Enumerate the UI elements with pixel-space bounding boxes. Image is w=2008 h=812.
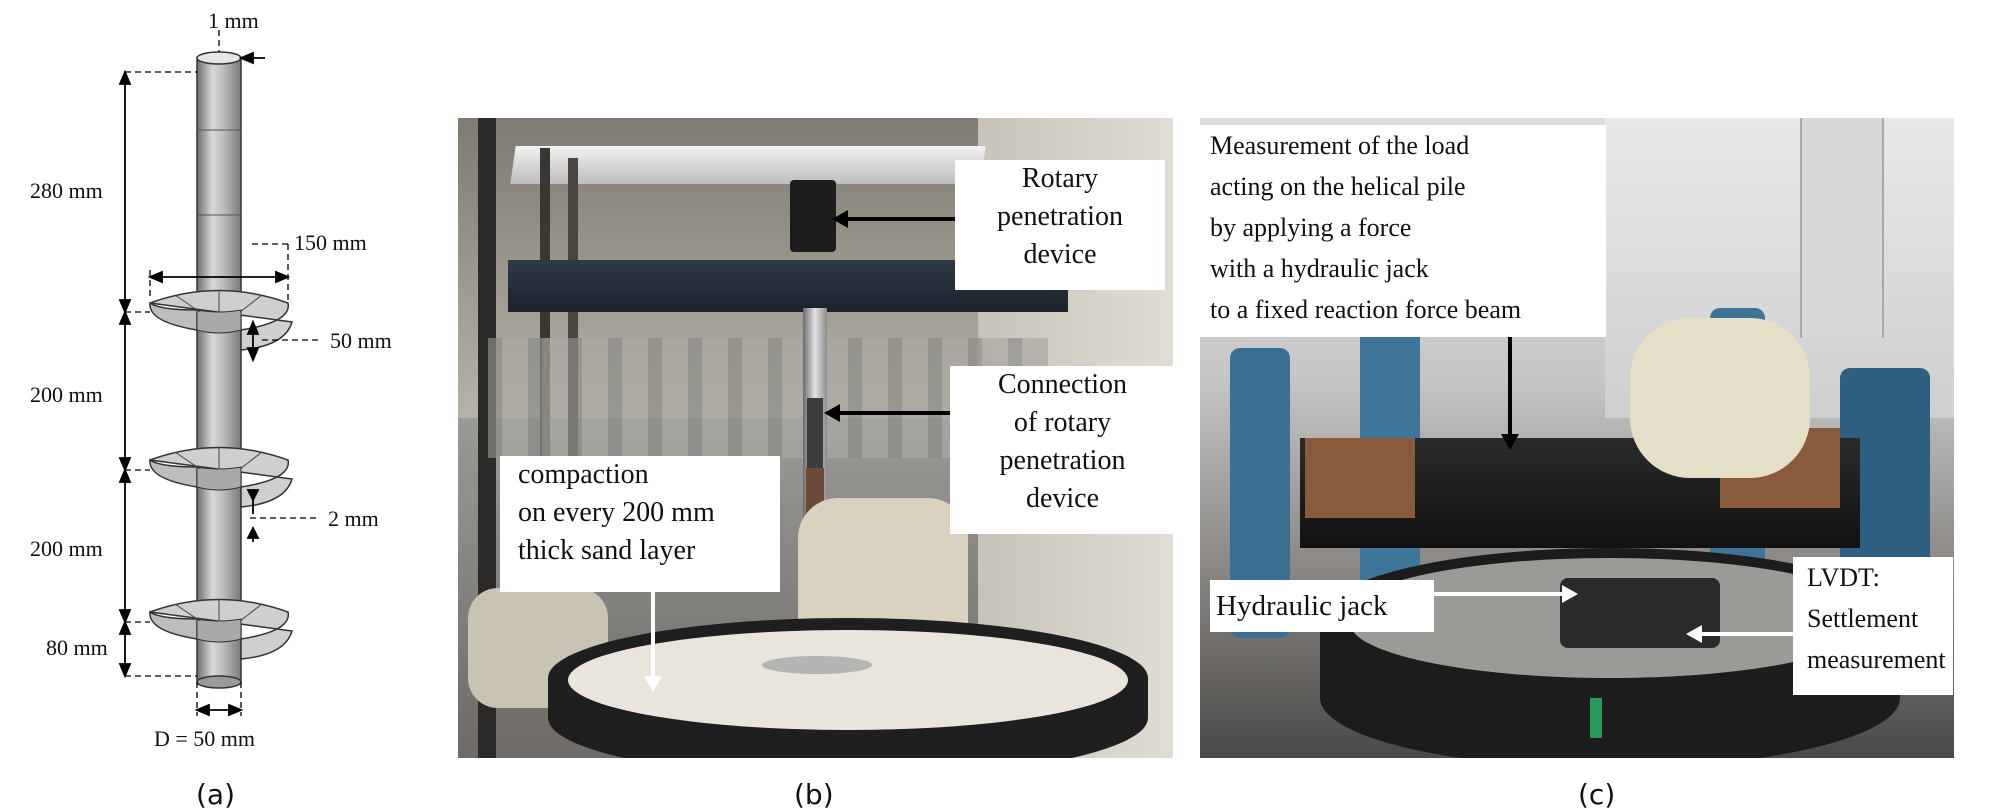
- panel-b-label: (b): [794, 778, 834, 811]
- callout-connection: Connection of rotary penetration device: [950, 366, 1175, 534]
- arrow-compaction-head: [644, 676, 662, 692]
- helix-plate-1: [149, 289, 293, 351]
- callout-rotary-penetration: Rotary penetration device: [955, 160, 1165, 290]
- callout-load-measurement-text: Measurement of the load acting on the he…: [1210, 131, 1522, 324]
- arrow-jack: [1434, 592, 1564, 596]
- dim-shaft-diameter-label: D = 50 mm: [154, 726, 256, 751]
- arrow-lvdt: [1700, 632, 1793, 636]
- callout-connection-text: Connection of rotary penetration device: [997, 369, 1128, 514]
- callout-load-measurement: Measurement of the load acting on the he…: [1200, 125, 1606, 337]
- dim-spacing-2-label: 200 mm: [30, 536, 103, 561]
- dim-wall-label: 1 mm: [208, 8, 259, 33]
- arrow-rotary: [842, 217, 955, 221]
- dim-helix-diameter-label: 150 mm: [294, 230, 367, 255]
- arrow-connection: [834, 411, 950, 415]
- arrow-lvdt-head: [1686, 625, 1702, 643]
- arrow-rotary-head: [832, 210, 848, 228]
- arrow-connection-head: [824, 404, 840, 422]
- dim-top-shaft-label: 280 mm: [30, 178, 103, 203]
- arrow-load: [1508, 337, 1512, 437]
- helix-plate-3: [149, 598, 293, 660]
- callout-lvdt: LVDT: Settlement measurement: [1793, 557, 1953, 695]
- callout-hydraulic-jack: Hydraulic jack: [1210, 580, 1434, 632]
- callout-hydraulic-jack-text: Hydraulic jack: [1216, 590, 1388, 622]
- pile-shaft: [196, 57, 242, 683]
- callout-compaction: compaction on every 200 mm thick sand la…: [500, 456, 780, 592]
- top-plate: [510, 146, 986, 184]
- dim-pitch-label: 50 mm: [330, 328, 392, 353]
- helical-pile-drawing: [118, 30, 320, 717]
- panel-a-drawing: 1 mm 280 mm 150 mm 50 mm 200 mm 2 mm 200…: [0, 0, 430, 812]
- vertical-dimension-lines: [118, 69, 132, 679]
- arrow-jack-head: [1562, 585, 1578, 603]
- panel-c-label: (c): [1578, 778, 1616, 811]
- arrow-load-head: [1501, 434, 1519, 450]
- callout-lvdt-text: LVDT: Settlement measurement: [1807, 563, 1946, 674]
- arrow-compaction: [651, 592, 655, 680]
- callout-rotary-text: Rotary penetration device: [997, 163, 1123, 270]
- rotary-motor: [790, 180, 836, 252]
- callout-compaction-text: compaction on every 200 mm thick sand la…: [518, 459, 715, 566]
- dim-spacing-1-label: 200 mm: [30, 382, 103, 407]
- panel-a-label: (a): [196, 778, 236, 811]
- pile-top-ellipse: [196, 51, 242, 65]
- dim-tip-label: 80 mm: [46, 635, 108, 660]
- dim-thickness-label: 2 mm: [328, 506, 379, 531]
